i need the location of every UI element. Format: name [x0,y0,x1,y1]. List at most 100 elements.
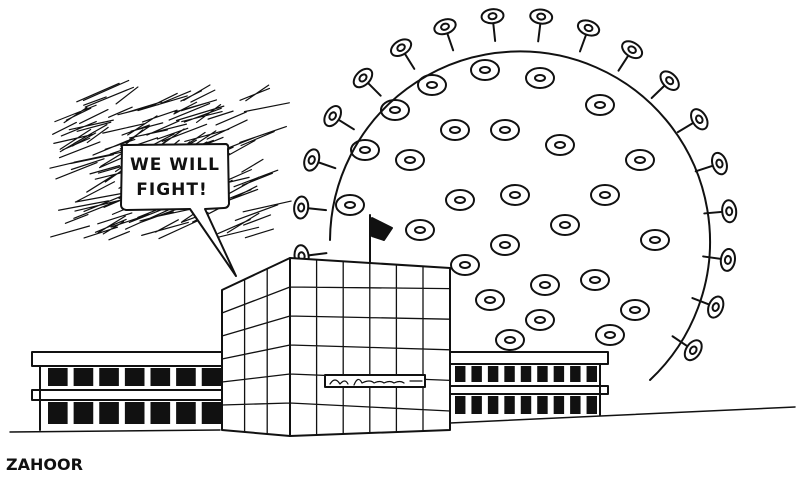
dot-inner [589,276,601,284]
speech-bubble: WE WILL FIGHT! [120,143,237,277]
window [150,368,171,386]
window [520,396,532,414]
dot-inner [479,66,491,74]
spike-head [659,70,680,91]
dot-outer [475,289,505,311]
spike-head-inner [440,22,450,31]
spike-head [719,247,737,272]
dot-inner [604,331,616,339]
dot-inner [359,146,371,154]
virus-spike [529,8,554,43]
virus-spike [480,8,505,43]
virus-spike [303,148,337,172]
spike-head [390,38,413,57]
virus-body [329,50,711,381]
virus-spike [576,19,601,53]
spike-head-inner [665,76,675,86]
window [99,368,119,386]
virus-surface-dot [495,329,525,351]
dot-outer [545,134,575,156]
virus-surface-dot [525,309,555,331]
dot-inner [404,156,416,164]
virus-surface-dot [580,269,610,291]
virus-surface-dots [335,59,670,351]
spike-head-inner [328,111,337,121]
dot-inner [509,191,521,199]
dot-inner [539,281,551,289]
tower-window-grid [221,259,451,435]
window [124,402,145,424]
dot-inner [594,101,606,109]
artist-signature: ZAHOOR [6,455,83,474]
window [537,366,548,382]
spike-head-inner [711,302,720,312]
window [471,366,482,382]
virus-surface-dot [490,119,520,141]
building-nameplate [324,374,426,388]
spike-head-inner [627,45,637,55]
virus-surface-dot [475,289,505,311]
dot-outer [450,254,480,276]
dot-inner [554,141,566,149]
window [176,402,196,424]
dot-outer [440,119,470,141]
dot-outer [395,149,425,171]
virus-surface-dot [585,94,615,116]
virus-surface-dot [545,134,575,156]
dot-inner [534,74,546,82]
virus-spike [323,105,355,131]
window [99,402,119,424]
dot-inner [559,221,571,229]
window [201,368,222,386]
dot-inner [499,241,511,249]
window [586,366,597,382]
dot-outer [470,59,500,81]
spike-head [721,199,738,224]
dot-outer [490,234,520,256]
window [455,396,466,414]
dot-outer [335,194,365,216]
right-wing-building [447,351,609,416]
dot-outer [445,189,475,211]
virus-surface-dot [405,219,435,241]
window [73,402,94,424]
spike-head [529,8,554,25]
virus-surface-dot [395,149,425,171]
virus-spike [390,38,416,70]
window [73,368,94,386]
virus-spike [617,40,644,72]
dot-inner [389,106,401,114]
dot-inner [599,191,611,199]
dot-outer [550,214,580,236]
spike-head-inner [715,158,724,169]
dot-inner [649,236,661,244]
spike-head [323,105,342,128]
spike-head-inner [307,155,316,165]
spike-head-inner [688,345,698,355]
window [176,368,196,386]
dot-inner [499,126,511,134]
spike-head-inner [723,254,732,265]
virus-spike [676,108,709,134]
dot-inner [454,196,466,204]
window [586,396,597,414]
virus-spike [694,151,728,176]
virus-surface-dot [525,67,555,89]
dot-outer [595,324,625,346]
ground-line [9,406,796,433]
virus-spike [703,199,738,224]
spike-head [683,339,703,362]
dot-outer [620,299,650,321]
window [455,366,466,382]
spike-head [621,40,644,60]
virus-surface-dot [445,189,475,211]
dot-inner [414,226,426,234]
dot-outer [590,184,620,206]
dot-outer [580,269,610,291]
window [48,368,68,386]
virus-spike [650,70,680,100]
spike-head [480,8,505,25]
window [471,396,482,414]
spike-head [293,195,310,220]
